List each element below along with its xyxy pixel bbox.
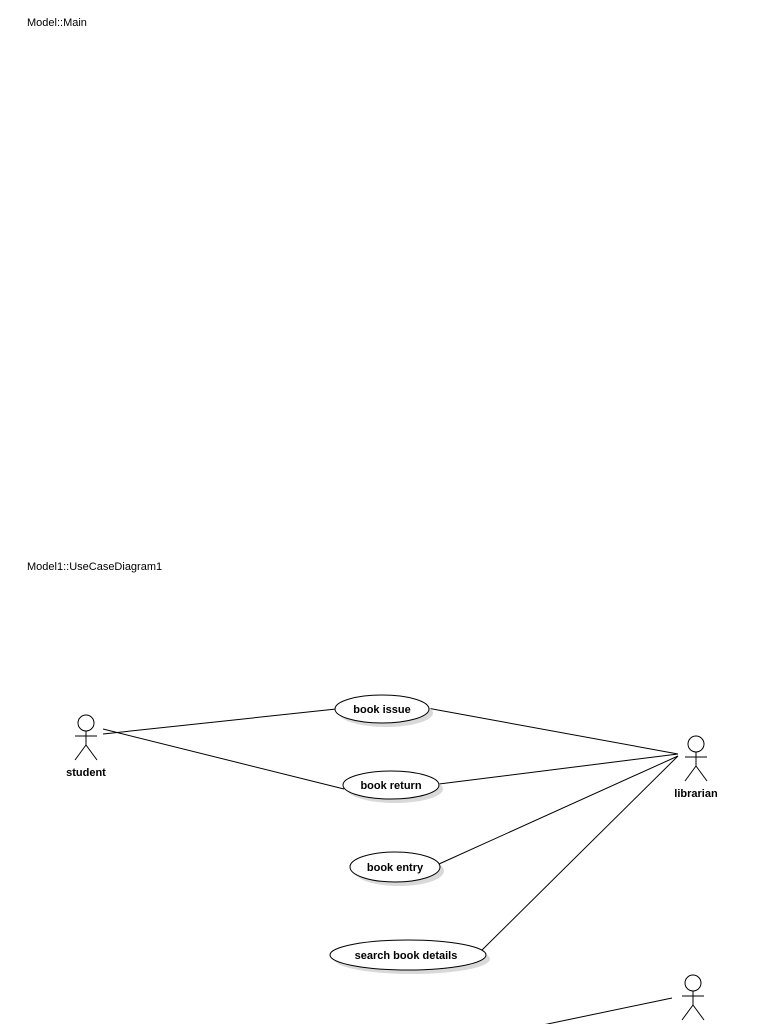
- association-student-book-return: [102, 728, 345, 790]
- association-student-book-issue: [102, 708, 337, 735]
- diagram-title-usecase: Model1::UseCaseDiagram1: [27, 561, 163, 573]
- actor-head-icon: [687, 735, 705, 753]
- diagram-title-main: Model::Main: [27, 17, 87, 29]
- use-case-book-return[interactable]: book return: [342, 770, 443, 803]
- actor-student[interactable]: [74, 714, 98, 761]
- actor-head-icon: [77, 714, 95, 732]
- association-librarian-book-entry: [438, 755, 679, 865]
- use-case-label: book issue: [353, 704, 410, 716]
- association-unnamed-actor: [545, 997, 673, 1024]
- actor-label-librarian: librarian: [674, 788, 718, 800]
- use-case-label: search book details: [355, 950, 458, 962]
- use-case-label: book entry: [367, 862, 424, 874]
- actor-unnamed[interactable]: [681, 974, 705, 1021]
- association-librarian-book-return: [438, 753, 679, 785]
- actor-label-student: student: [66, 767, 106, 779]
- use-case-book-entry[interactable]: book entry: [349, 851, 444, 886]
- association-librarian-book-issue: [426, 707, 679, 755]
- actor-head-icon: [684, 974, 702, 992]
- actor-librarian[interactable]: [684, 735, 708, 782]
- association-librarian-search-book-details: [478, 755, 679, 954]
- use-case-search-book-details[interactable]: search book details: [329, 939, 490, 974]
- use-case-book-issue[interactable]: book issue: [334, 694, 433, 727]
- use-case-label: book return: [360, 780, 421, 792]
